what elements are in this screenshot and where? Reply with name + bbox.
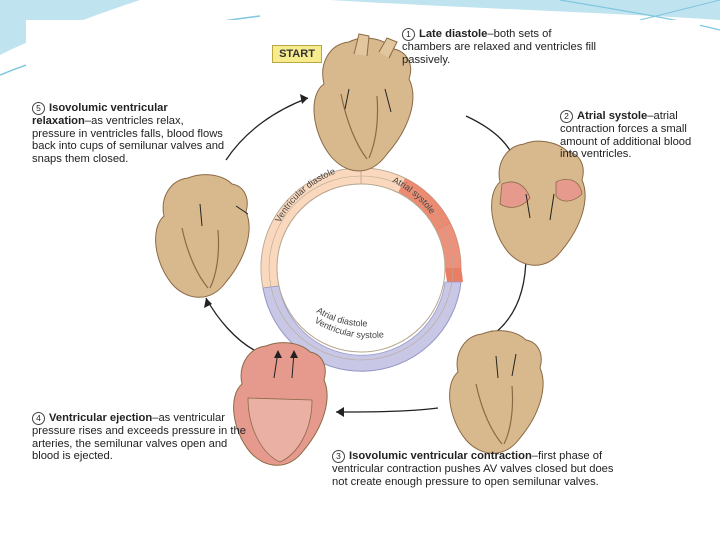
step-3-title: Isovolumic ventricular contraction (349, 450, 532, 462)
cycle-ring (260, 167, 463, 372)
step-4-number: 4 (32, 412, 45, 425)
heart-isovolumic-relaxation (155, 174, 250, 298)
step-1-number: 1 (402, 28, 415, 41)
step-1-text: both sets of chambers are relaxed and ve… (402, 28, 597, 66)
start-label: START (272, 45, 322, 63)
cardiac-cycle-figure: Ventricular diastole Atrial systole Atri… (26, 20, 700, 520)
step-1-title: Late diastole (419, 28, 488, 40)
step-2-title: Atrial systole (577, 110, 648, 122)
step-5-number: 5 (32, 102, 45, 115)
cardiac-cycle-diagram: Ventricular diastole Atrial systole Atri… (155, 33, 586, 466)
step-4-title: Ventricular ejection (49, 412, 153, 424)
heart-ventricular-ejection (233, 342, 328, 466)
step-3-number: 3 (332, 450, 345, 463)
step-2-text: atrial contraction forces a small amount… (560, 110, 692, 161)
heart-isovolumic-contraction (449, 330, 544, 454)
heart-late-diastole (313, 33, 414, 172)
step-5-text: as ventricles relax, pressure in ventric… (32, 115, 225, 165)
step-3-text: first phase of ventricular contraction p… (332, 450, 614, 488)
heart-atrial-systole (491, 140, 586, 266)
step-2-number: 2 (560, 110, 573, 123)
step-4-text: as ventricular pressure rises and exceed… (32, 412, 246, 463)
step-5-title: Isovolumic ventricular relaxation (32, 102, 168, 127)
